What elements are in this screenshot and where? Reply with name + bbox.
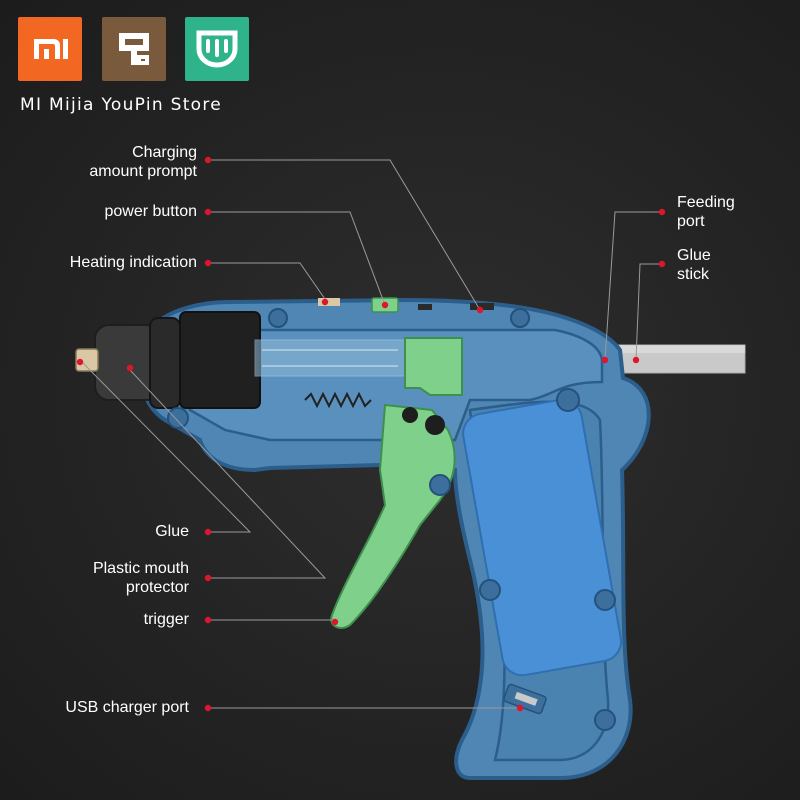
label-heating-indication: Heating indication xyxy=(69,254,197,271)
label-charging-amount-prompt: Charging amount prompt xyxy=(89,144,197,180)
trigger-shape xyxy=(330,403,456,629)
mi-logo-icon xyxy=(34,39,68,59)
label-trigger: trigger xyxy=(143,611,189,628)
label-glue: Glue xyxy=(155,523,189,540)
mijia-logo xyxy=(185,17,249,81)
battery xyxy=(462,398,623,677)
glue-tip xyxy=(75,348,99,372)
store-name: MI Mijia YouPin Store xyxy=(20,95,223,115)
mijia-logo-icon xyxy=(196,30,238,68)
label-usb-charger-port: USB charger port xyxy=(65,699,189,716)
label-power-button: power button xyxy=(104,203,197,220)
label-feeding-port: Feeding port xyxy=(677,194,735,230)
feeding-clamp xyxy=(404,337,463,396)
label-glue-stick: Glue stick xyxy=(677,247,711,283)
youpin-logo-icon xyxy=(119,33,149,65)
youpin-logo xyxy=(102,17,166,81)
label-plastic-mouth-protector: Plastic mouth protector xyxy=(92,560,189,596)
mi-logo xyxy=(18,17,82,81)
